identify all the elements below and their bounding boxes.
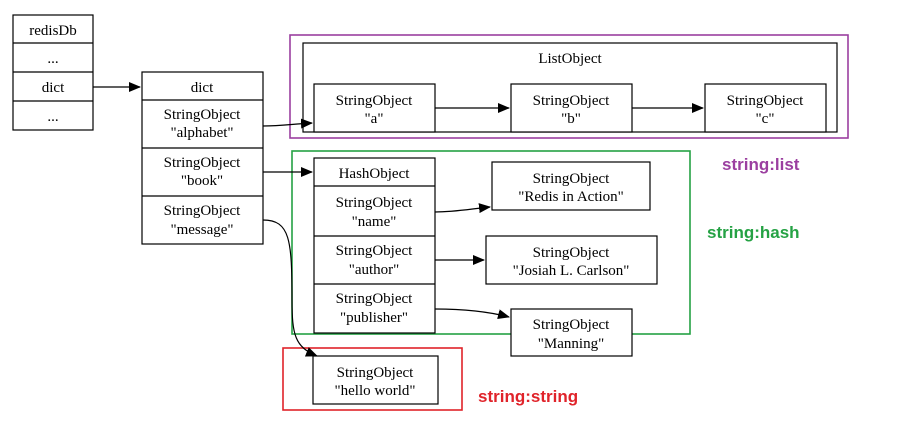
value-josiah-text: "Josiah L. Carlson": [513, 263, 630, 279]
redisdb-dict-field: dict: [42, 80, 65, 96]
value-hello-world: StringObject "hello world": [312, 355, 439, 405]
list-item-b-value: "b": [561, 111, 581, 127]
string-list-frame: [289, 34, 849, 139]
value-redis-type: StringObject: [533, 171, 610, 187]
list-item-b-type: StringObject: [533, 93, 610, 109]
list-item-a-value: "a": [365, 111, 384, 127]
dict-alphabet-key: "alphabet": [170, 125, 233, 141]
hash-object-node: HashObject StringObject "name" StringObj…: [313, 157, 436, 334]
hash-publisher-key: "publisher": [340, 310, 408, 326]
value-manning-text: "Manning": [538, 336, 604, 352]
hash-publisher-type: StringObject: [336, 291, 413, 307]
hash-name-type: StringObject: [336, 195, 413, 211]
dict-book-key: "book": [181, 173, 223, 189]
string-string-frame: [282, 347, 463, 411]
list-item-c-value: "c": [756, 111, 775, 127]
string-hash-frame: [291, 150, 691, 335]
hash-name-key: "name": [352, 214, 397, 230]
dict-title: dict: [191, 80, 214, 96]
value-hello-text: "hello world": [335, 383, 416, 399]
list-item-b: StringObject "b": [510, 83, 633, 133]
list-item-a-type: StringObject: [336, 93, 413, 109]
list-item-c: StringObject "c": [704, 83, 827, 133]
value-manning: StringObject "Manning": [510, 308, 633, 357]
edge-publisher-manning: [434, 308, 510, 320]
label-string-list: string:list: [722, 155, 800, 174]
list-item-a: StringObject "a": [313, 83, 436, 133]
redisdb-ellipsis-bottom: ...: [47, 109, 58, 125]
value-hello-type: StringObject: [337, 365, 414, 381]
edge-alphabet-list: [262, 118, 313, 129]
edge-name-redis: [434, 203, 491, 214]
list-item-c-type: StringObject: [727, 93, 804, 109]
value-josiah-carlson: StringObject "Josiah L. Carlson": [485, 235, 658, 285]
hash-author-key: "author": [349, 262, 400, 278]
value-redis-text: "Redis in Action": [518, 189, 624, 205]
redisdb-title: redisDb: [29, 23, 77, 39]
hash-object-title: HashObject: [339, 166, 411, 182]
list-object-title: ListObject: [538, 51, 602, 67]
dict-book-type: StringObject: [164, 155, 241, 171]
value-redis-in-action: StringObject "Redis in Action": [491, 161, 651, 211]
dict-alphabet-type: StringObject: [164, 107, 241, 123]
label-string-hash: string:hash: [707, 223, 800, 242]
edge-message-hello: [262, 219, 318, 357]
label-string-string: string:string: [478, 387, 578, 406]
value-josiah-type: StringObject: [533, 245, 610, 261]
hash-author-type: StringObject: [336, 243, 413, 259]
value-manning-type: StringObject: [533, 317, 610, 333]
redisdb-node: redisDb ... dict ...: [12, 14, 94, 131]
redisdb-ellipsis-top: ...: [47, 51, 58, 67]
dict-node: dict StringObject "alphabet" StringObjec…: [141, 71, 264, 245]
dict-message-type: StringObject: [164, 203, 241, 219]
dict-message-key: "message": [170, 222, 233, 238]
